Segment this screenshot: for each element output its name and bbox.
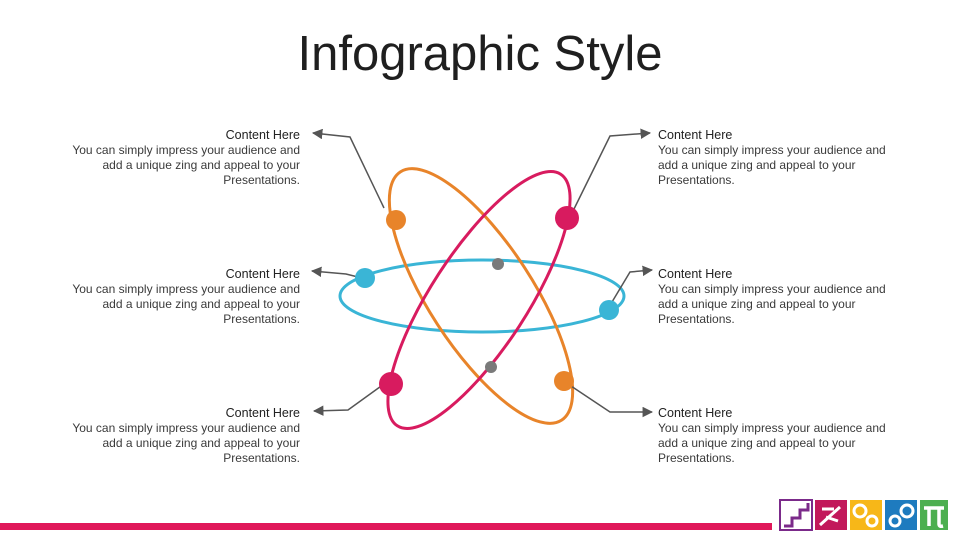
slide-title: Infographic Style — [297, 27, 663, 81]
electron-gray-top — [492, 258, 504, 270]
block-body: You can simply impress your audience and… — [72, 282, 300, 326]
connector-middle-left — [310, 266, 363, 279]
content-block-middle-right: Content Here You can simply impress your… — [658, 267, 898, 327]
content-block-middle-left: Content Here You can simply impress your… — [60, 267, 300, 327]
orbit-cyan — [338, 258, 626, 334]
orbit-magenta — [386, 170, 572, 430]
electron-orange-bottom — [554, 371, 574, 391]
cogs-icon — [885, 500, 917, 530]
block-body: You can simply impress your audience and… — [72, 421, 300, 465]
measuring-icon — [815, 500, 847, 530]
connector-bottom-right — [567, 383, 654, 418]
block-body: You can simply impress your audience and… — [658, 282, 886, 326]
electron-magenta-bottom — [379, 372, 403, 396]
block-heading: Content Here — [225, 128, 300, 142]
block-heading: Content Here — [658, 406, 733, 420]
connector-top-right — [573, 128, 652, 210]
electron-gray-bottom — [485, 361, 497, 373]
connector-top-left — [311, 128, 385, 209]
content-block-top-right: Content Here You can simply impress your… — [658, 128, 898, 188]
connector-middle-right — [611, 265, 654, 303]
electron-cyan-right — [599, 300, 619, 320]
block-body: You can simply impress your audience and… — [658, 421, 886, 465]
pi-icon — [920, 500, 948, 530]
stairs-icon — [779, 499, 813, 531]
bottom-accent-bar — [0, 523, 772, 530]
content-block-bottom-left: Content Here You can simply impress your… — [60, 406, 300, 466]
block-heading: Content Here — [225, 267, 300, 281]
content-block-bottom-right: Content Here You can simply impress your… — [658, 406, 898, 466]
orbit-orange — [387, 167, 575, 425]
content-block-top-left: Content Here You can simply impress your… — [60, 128, 300, 188]
block-heading: Content Here — [658, 267, 733, 281]
block-body: You can simply impress your audience and… — [658, 143, 886, 187]
gears-icon — [850, 500, 882, 530]
electron-orange-top — [386, 210, 406, 230]
electron-cyan-left — [355, 268, 375, 288]
electron-magenta-top — [555, 206, 579, 230]
block-heading: Content Here — [658, 128, 733, 142]
block-body: You can simply impress your audience and… — [72, 143, 300, 187]
logo-strip — [779, 499, 948, 531]
block-heading: Content Here — [225, 406, 300, 420]
connector-bottom-left — [312, 383, 385, 416]
